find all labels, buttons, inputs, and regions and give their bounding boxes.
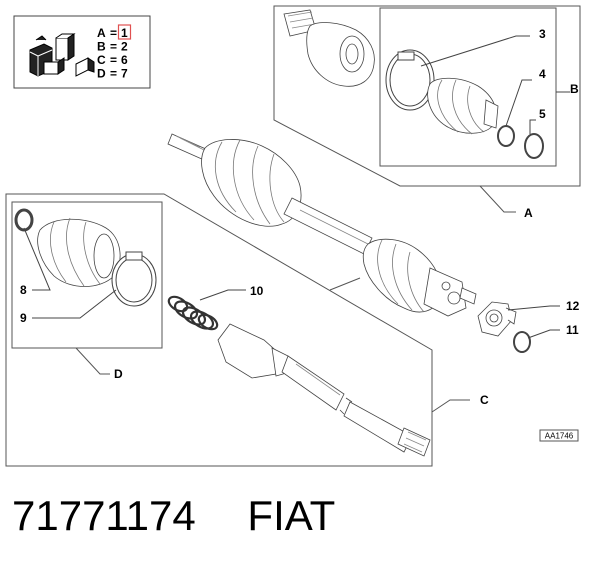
detail-box-b	[273, 5, 581, 213]
exploded-parts-diagram: A = 1B = 2C = 6D = 7	[5, 5, 581, 467]
tripod-joint-12	[477, 301, 517, 337]
callout-12: 12	[566, 299, 580, 313]
callout-a: A	[524, 206, 533, 220]
legend-sep-b: =	[110, 40, 117, 54]
drawing-reference-tag: AA1746	[539, 429, 579, 442]
callout-10: 10	[250, 284, 264, 298]
outer-boot	[427, 77, 499, 135]
callout-9: 9	[20, 311, 27, 325]
legend-key-b: B	[97, 40, 106, 54]
callout-11: 11	[566, 323, 579, 337]
outer-cv-joint	[283, 9, 375, 87]
callout-b: B	[570, 82, 579, 96]
inner-boot-8	[37, 217, 121, 287]
small-clamp-d	[14, 208, 34, 232]
footer: 71771174 FIAT	[12, 492, 335, 542]
legend-value-a: 1	[121, 26, 128, 40]
legend-key-c: C	[97, 53, 106, 67]
callout-3: 3	[539, 27, 546, 41]
boot-clamp-3	[385, 49, 435, 111]
callout-labels: 3 4 5 B A 8 9 10 12 11 D C	[20, 27, 580, 407]
legend-highlight-box	[117, 24, 132, 40]
circlip-5	[524, 133, 544, 159]
legend-value-b: 2	[121, 40, 128, 54]
legend-sep-d: =	[110, 67, 117, 81]
legend-box: A = 1B = 2C = 6D = 7	[13, 15, 151, 89]
inner-shaft-c	[217, 323, 431, 457]
main-driveshaft-assembly	[167, 133, 477, 317]
circlip-11	[513, 331, 531, 353]
callout-c: C	[480, 393, 489, 407]
detail-box-c	[5, 193, 470, 467]
callout-8: 8	[20, 283, 27, 297]
legend-key-d: D	[97, 67, 106, 81]
brand-name: FIAT	[247, 492, 336, 539]
detail-box-d	[11, 201, 163, 375]
part-number: 71771174	[12, 492, 196, 539]
drawing-reference-text: AA1746	[545, 432, 574, 441]
box-assembly-icon	[29, 33, 95, 77]
boot-clamp-9	[111, 251, 157, 307]
coil-spring-10	[167, 295, 219, 331]
legend-value-c: 6	[121, 53, 128, 67]
legend-value-d: 7	[121, 67, 128, 81]
legend-sep-a: =	[110, 26, 117, 40]
callout-4: 4	[539, 67, 546, 81]
legend-key-a: A	[97, 26, 106, 40]
legend-sep-c: =	[110, 53, 117, 67]
callout-5: 5	[539, 107, 546, 121]
callout-d: D	[114, 367, 123, 381]
legend-rows: A = 1B = 2C = 6D = 7	[97, 26, 128, 81]
